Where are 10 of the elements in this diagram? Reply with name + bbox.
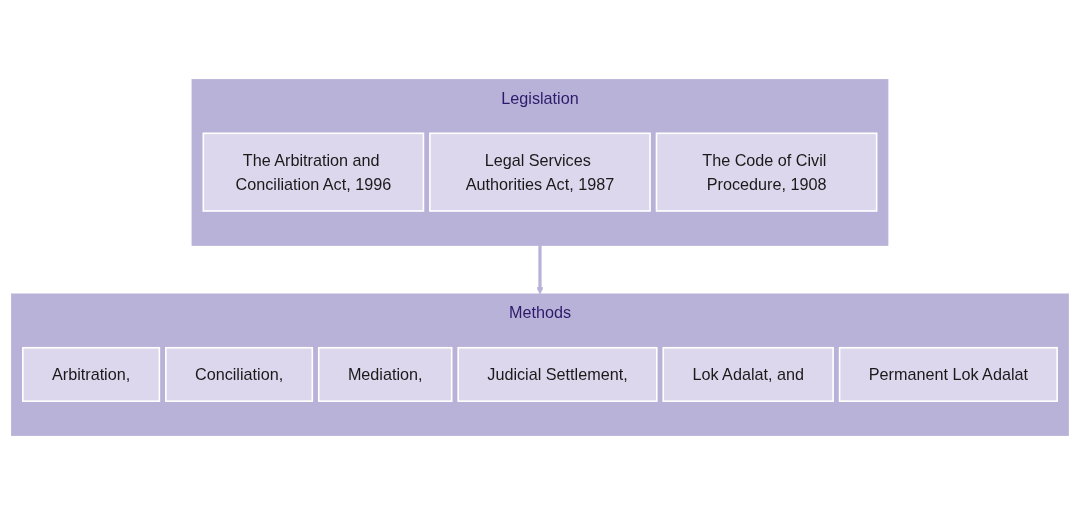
- node-box: Permanent Lok Adalat: [838, 346, 1058, 402]
- node-box: Arbitration,: [22, 346, 161, 402]
- node-box: Lok Adalat, and: [662, 346, 834, 402]
- node-box: The Arbitration and Conciliation Act, 1996: [202, 132, 425, 212]
- node-box: Conciliation,: [165, 346, 314, 402]
- arrow: [536, 245, 544, 295]
- node-box: Legal Services Authorities Act, 1987: [429, 132, 651, 212]
- node-box: Mediation,: [317, 346, 453, 402]
- node-box: The Code of Civil Procedure, 1908: [655, 132, 878, 212]
- node-box: Judicial Settlement,: [457, 346, 658, 402]
